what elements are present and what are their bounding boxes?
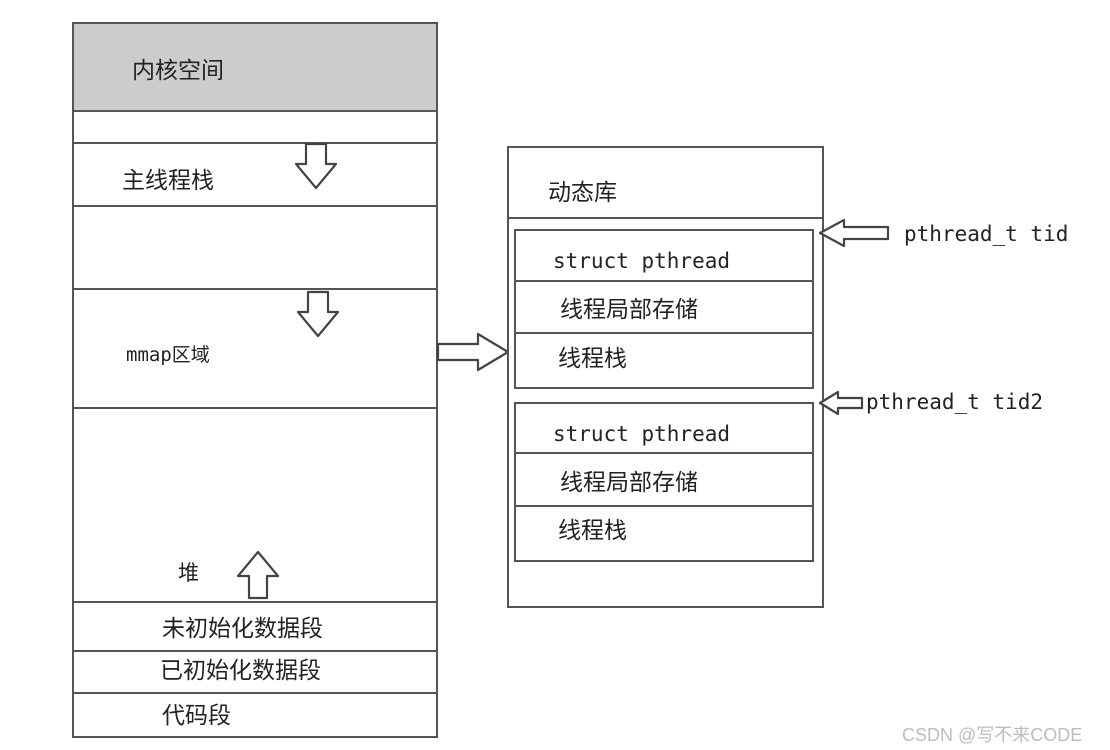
- data-segment-label: 已初始化数据段: [160, 658, 321, 684]
- tid2-pointer-label: pthread_t tid2: [866, 390, 1044, 414]
- bss-segment-label: 未初始化数据段: [162, 616, 323, 642]
- kernel-space-label: 内核空间: [132, 58, 224, 84]
- divider-2: [74, 205, 436, 207]
- mmap-region-label: mmap区域: [126, 343, 210, 366]
- tid-pointer-label: pthread_t tid: [904, 222, 1069, 246]
- thread2-divider-1: [516, 452, 812, 454]
- watermark-text: CSDN @写不来CODE: [902, 725, 1083, 745]
- heap-label: 堆: [178, 561, 199, 585]
- library-title-divider: [509, 217, 822, 219]
- thread-block-2: [514, 402, 814, 562]
- address-space-column: [72, 22, 438, 738]
- struct-pthread-label-2: struct pthread: [553, 422, 731, 446]
- divider-3: [74, 288, 436, 290]
- mmap-region-text: mmap区域: [126, 344, 210, 366]
- stack-grow-down-arrow-icon: [294, 142, 338, 190]
- tls-label-2: 线程局部存储: [560, 470, 698, 496]
- thread-stack-label-1: 线程栈: [558, 346, 627, 372]
- mmap-grow-down-arrow-icon: [296, 290, 340, 338]
- heap-grow-up-arrow-icon: [236, 550, 280, 600]
- tid2-pointer-arrow-icon: [818, 390, 864, 416]
- tid-pointer-arrow-icon: [818, 218, 890, 248]
- code-segment-label: 代码段: [162, 703, 231, 729]
- struct-pthread-label-1: struct pthread: [553, 249, 731, 273]
- divider-1: [74, 142, 436, 144]
- main-thread-stack-label: 主线程栈: [122, 168, 214, 194]
- kernel-space-block: [74, 24, 436, 112]
- thread1-divider-2: [516, 332, 812, 334]
- divider-6: [74, 650, 436, 652]
- divider-4: [74, 407, 436, 409]
- divider-7: [74, 692, 436, 694]
- tls-label-1: 线程局部存储: [560, 297, 698, 323]
- thread1-divider-1: [516, 280, 812, 282]
- mmap-to-library-arrow-icon: [436, 332, 510, 372]
- divider-5: [74, 601, 436, 603]
- dynamic-library-title: 动态库: [548, 180, 617, 206]
- thread-block-1: [514, 229, 814, 389]
- thread2-divider-2: [516, 505, 812, 507]
- thread-stack-label-2: 线程栈: [558, 518, 627, 544]
